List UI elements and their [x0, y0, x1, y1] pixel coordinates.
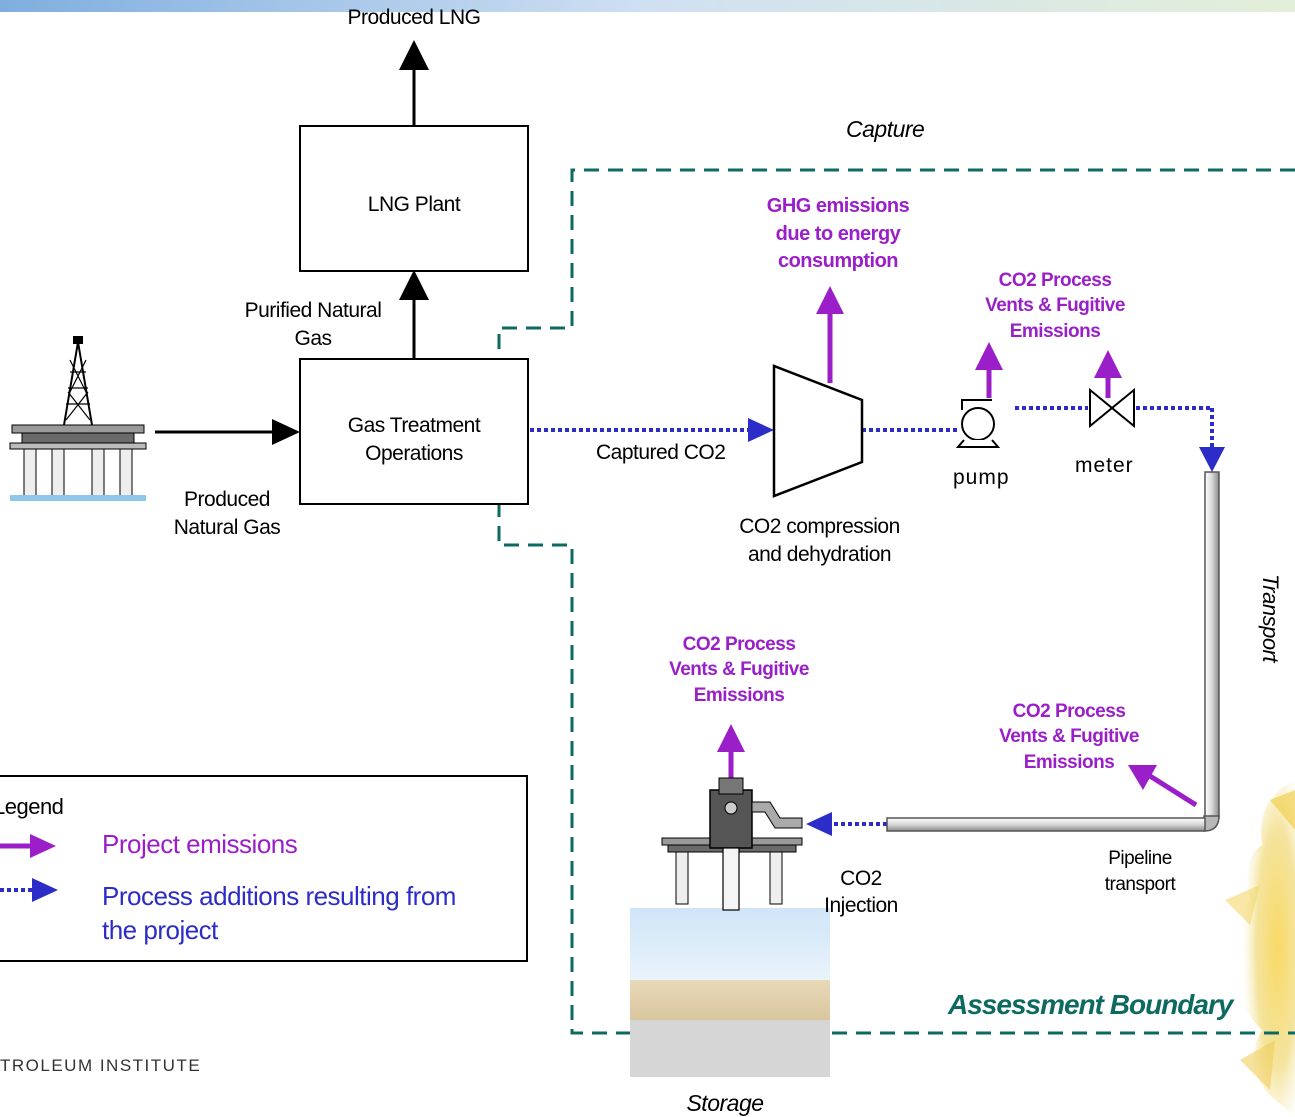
project-emission-arrowheads [717, 286, 1157, 790]
compressor-icon [772, 364, 864, 498]
produced-gas-label: Produced Natural Gas [173, 488, 281, 540]
institute-footer-text: TROLEUM INSTITUTE [0, 1056, 202, 1075]
storage-section-label: Storage [686, 1090, 764, 1116]
legend-project-emissions: Project emissions [102, 829, 298, 859]
capture-section-label: Capture [846, 116, 925, 142]
injection-arrowhead [806, 812, 832, 836]
storage-column [630, 908, 830, 1077]
produced-lng-label: Produced LNG [347, 6, 481, 29]
meter-valve-icon [1089, 387, 1135, 429]
pipeline-icon [886, 471, 1220, 832]
co2-injection-label: CO2 Injection [824, 867, 898, 918]
process-vents-pipeline-label: CO2 Process Vents & Fugitive Emissions [999, 701, 1139, 773]
gas-treatment-label: Gas Treatment Operations [347, 414, 481, 466]
captured-co2-label: Captured CO2 [596, 441, 726, 464]
header-band [0, 0, 1295, 12]
process-vents-top-label: CO2 Process Vents & Fugitive Emissions [985, 270, 1125, 342]
legend-box [0, 775, 528, 962]
lng-plant-label: LNG Plant [367, 193, 461, 216]
pipeline-transport-label: Pipeline transport [1104, 848, 1176, 895]
assessment-boundary-label: Assessment Boundary [948, 989, 1233, 1020]
sunflower-decoration [1225, 780, 1295, 1116]
captured-co2-arrowhead [748, 418, 774, 442]
compression-label: CO2 compression and dehydration [739, 515, 900, 567]
meter-label: meter [1075, 454, 1134, 477]
purified-gas-arrowhead [399, 270, 429, 300]
pump-icon [955, 399, 1001, 448]
gas-treatment-box: Gas Treatment Operations [299, 358, 529, 505]
legend-process-additions: Process additions resulting from the pro… [102, 881, 456, 945]
produced-gas-arrowhead [272, 419, 300, 445]
process-vents-storage-label: CO2 Process Vents & Fugitive Emissions [669, 634, 809, 706]
legend-swatches [0, 834, 58, 902]
lng-plant-box: LNG Plant [299, 125, 529, 272]
legend-title: Legend [0, 794, 64, 819]
lng-output-arrowhead [399, 40, 429, 70]
purified-gas-label: Purified Natural Gas [244, 299, 382, 351]
ghg-emissions-label: GHG emissions due to energy consumption [766, 195, 910, 273]
offshore-platform-icon [9, 336, 147, 501]
transport-section-label: Transport [1258, 573, 1283, 662]
injection-platform-icon [661, 777, 803, 911]
pump-label: pump [953, 466, 1010, 489]
pipeline-entry-arrowhead [1199, 447, 1225, 472]
